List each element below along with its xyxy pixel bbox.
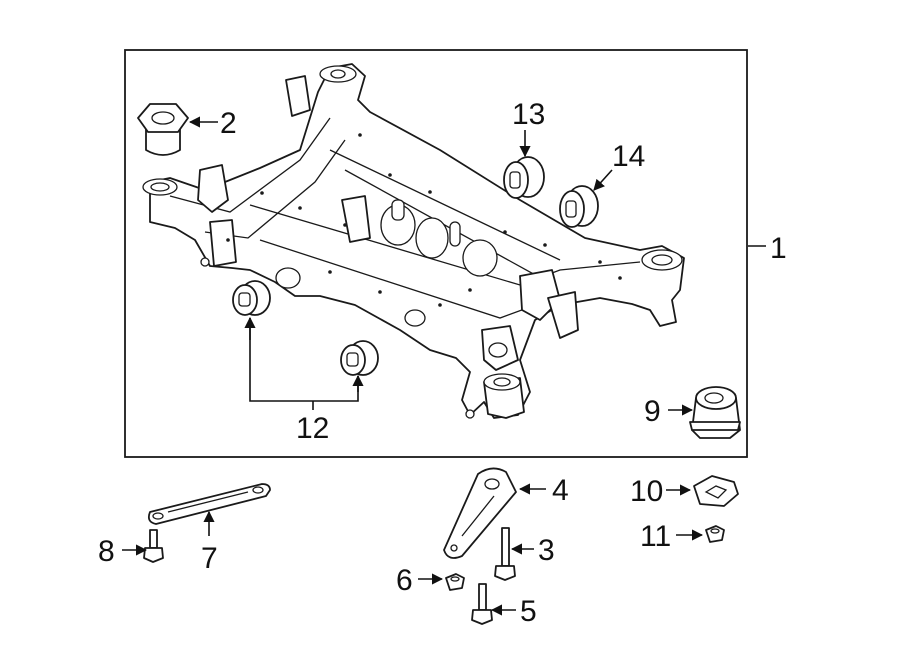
leader-lines <box>122 116 766 616</box>
callout-12: 12 <box>296 412 329 445</box>
callout-3: 3 <box>538 534 555 567</box>
callout-6: 6 <box>396 564 413 597</box>
callout-10: 10 <box>630 475 663 508</box>
bracket-4 <box>443 467 517 559</box>
callout-13: 13 <box>512 98 545 131</box>
bushing-2 <box>137 103 189 156</box>
callout-2: 2 <box>220 107 237 140</box>
nut-11 <box>705 525 725 543</box>
nut-6 <box>445 573 465 591</box>
callout-4: 4 <box>552 474 569 507</box>
callout-5: 5 <box>520 595 537 628</box>
bushing-13 <box>503 156 545 199</box>
bolt-5 <box>471 583 493 625</box>
bushing-9 <box>689 386 741 439</box>
bolt-3 <box>494 527 516 581</box>
bushing-14 <box>559 185 599 228</box>
bolt-8 <box>143 529 164 563</box>
bushing-12-a <box>232 280 271 316</box>
callout-1: 1 <box>770 232 787 265</box>
callout-8: 8 <box>98 535 115 568</box>
callout-14: 14 <box>612 140 645 173</box>
brace-7 <box>147 483 271 525</box>
callout-11: 11 <box>640 520 671 553</box>
callout-9: 9 <box>644 395 661 428</box>
subframe-crossmember <box>142 63 685 419</box>
callout-7: 7 <box>201 542 218 575</box>
bushing-12-b <box>340 340 379 376</box>
assembly-frame <box>124 49 748 458</box>
bumper-10 <box>693 475 739 507</box>
